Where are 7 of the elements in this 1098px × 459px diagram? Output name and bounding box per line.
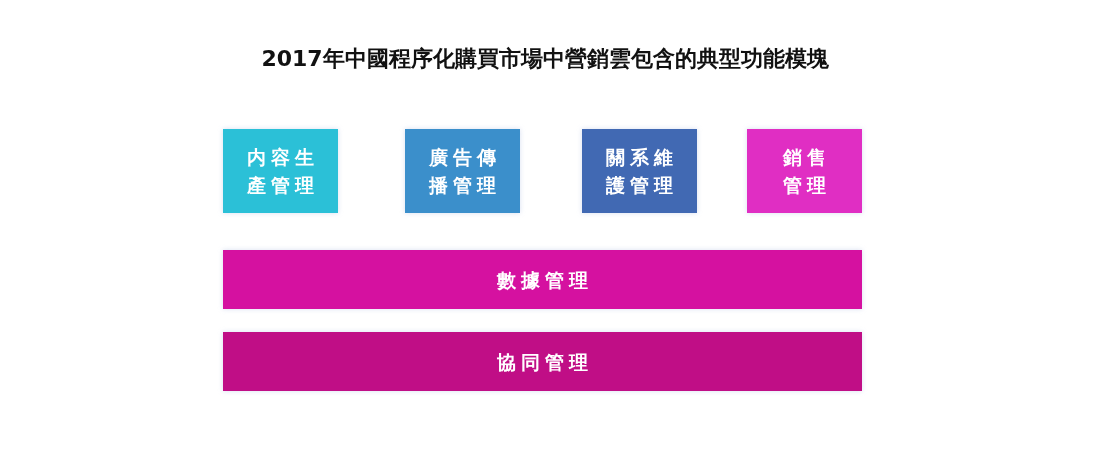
- module-box: 關系維護管理: [582, 129, 697, 213]
- module-box: 内容生產管理: [223, 129, 338, 213]
- module-bar: 數據管理: [223, 250, 862, 309]
- module-box: 銷售管理: [747, 129, 862, 213]
- module-bar: 協同管理: [223, 332, 862, 391]
- module-box: 廣告傳播管理: [405, 129, 520, 213]
- diagram-title: 2017年中國程序化購買市場中營銷雲包含的典型功能模塊: [260, 45, 830, 73]
